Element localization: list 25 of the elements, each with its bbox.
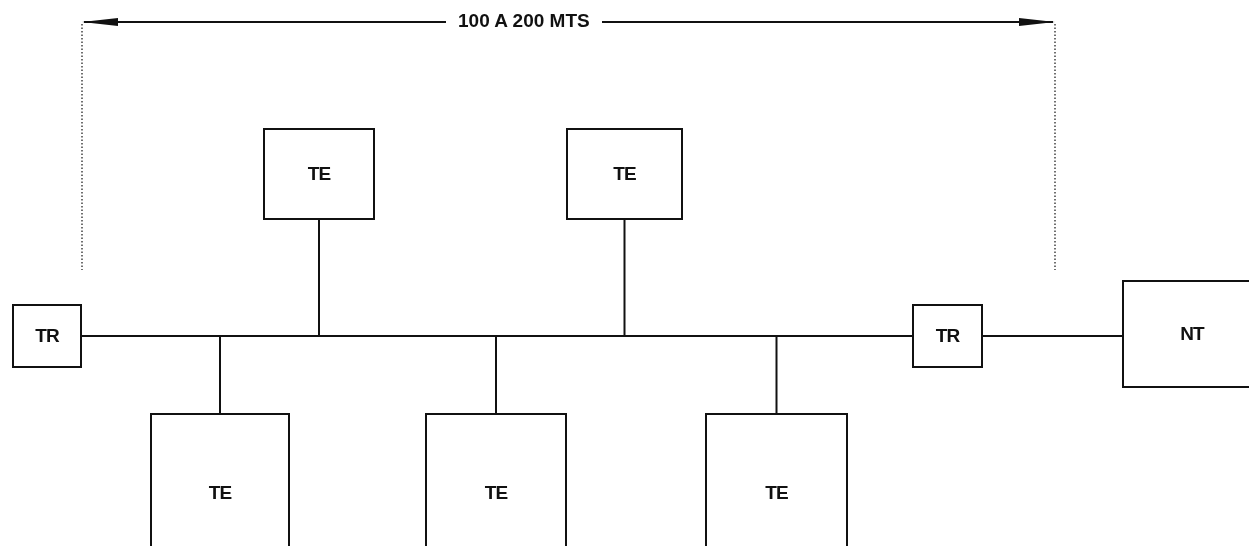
- device-box: [425, 413, 567, 546]
- connector-line: [495, 336, 497, 414]
- connector-line: [81, 335, 101, 337]
- device-label: TE: [484, 482, 508, 504]
- connector-line: [318, 219, 320, 336]
- device-box: [1122, 280, 1249, 388]
- device-label: TE: [307, 163, 331, 185]
- device-label: TR: [935, 325, 960, 347]
- device-box: [566, 128, 683, 220]
- device-box: [705, 413, 848, 546]
- bus-line: [100, 335, 895, 337]
- device-box: [263, 128, 375, 220]
- device-label: TE: [208, 482, 232, 504]
- device-box: [150, 413, 290, 546]
- device-label: TR: [35, 325, 59, 347]
- connector-line: [623, 219, 626, 336]
- connector-line: [982, 335, 1123, 337]
- device-label: TE: [613, 163, 636, 185]
- device-label: NT: [1180, 323, 1204, 345]
- device-box: [12, 304, 82, 368]
- connector-line: [219, 336, 221, 414]
- device-label: TE: [765, 482, 788, 504]
- connector-line: [775, 336, 778, 414]
- device-box: [912, 304, 983, 368]
- connector-line: [894, 335, 913, 337]
